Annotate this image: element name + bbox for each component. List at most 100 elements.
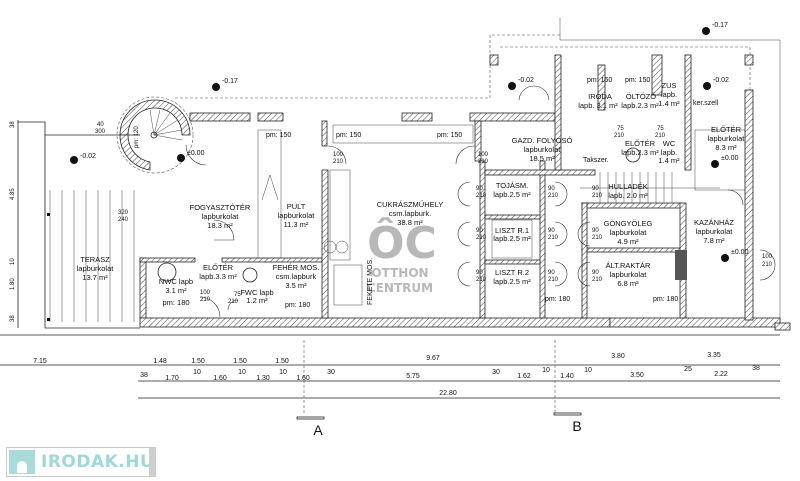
svg-text:8.3 m²: 8.3 m²: [715, 143, 737, 152]
svg-text:210: 210: [548, 193, 559, 199]
svg-text:CUKRÁSZMŰHELY: CUKRÁSZMŰHELY: [377, 200, 444, 209]
svg-text:-0.02: -0.02: [80, 153, 96, 160]
svg-text:90: 90: [592, 270, 599, 276]
svg-text:pm: 150: pm: 150: [587, 77, 612, 84]
svg-text:210: 210: [592, 235, 603, 241]
svg-text:10: 10: [279, 369, 287, 376]
svg-text:210: 210: [548, 235, 559, 241]
irodak-logo[interactable]: IRODAK.HU: [6, 447, 156, 477]
svg-text:GÖNGYÖLEG: GÖNGYÖLEG: [604, 219, 653, 228]
svg-text:4.85: 4.85: [10, 188, 16, 200]
svg-text:210: 210: [476, 235, 487, 241]
svg-text:pm: 120: pm: 120: [134, 126, 140, 148]
svg-text:1.60: 1.60: [296, 375, 310, 382]
svg-text:1.50: 1.50: [275, 358, 289, 365]
svg-text:90: 90: [592, 228, 599, 234]
svg-text:lapb.: lapb.: [661, 148, 677, 157]
svg-text:CENTRUM: CENTRUM: [367, 281, 433, 295]
svg-text:11.3 m²: 11.3 m²: [284, 220, 309, 229]
svg-text:13.7 m²: 13.7 m²: [82, 273, 108, 282]
section-a-label: A: [313, 422, 323, 438]
svg-text:pm: 180: pm: 180: [545, 296, 570, 303]
misc-labels: Takszer. ker.szell pm: 150 pm: 150 pm: 1…: [134, 77, 719, 309]
svg-text:ker.szell: ker.szell: [693, 100, 719, 107]
room-fekete-mos: FEKETE MOS.: [367, 258, 374, 305]
svg-text:6.8 m²: 6.8 m²: [617, 279, 639, 288]
svg-text:10: 10: [542, 367, 550, 374]
svg-text:lapb.2.3 m²: lapb.2.3 m²: [621, 101, 659, 110]
svg-text:30: 30: [492, 369, 500, 376]
svg-text:4.9 m²: 4.9 m²: [617, 237, 639, 246]
svg-text:lapburkolat: lapburkolat: [278, 211, 316, 220]
level-marker-icon: -0.17: [702, 22, 728, 35]
svg-text:38.8 m²: 38.8 m²: [397, 218, 423, 227]
svg-text:210: 210: [762, 262, 773, 268]
svg-text:Takszer.: Takszer.: [583, 157, 609, 164]
svg-text:pm: 180: pm: 180: [285, 302, 310, 309]
svg-text:TERASZ: TERASZ: [80, 255, 110, 264]
level-marker-icon: ±0.00: [711, 155, 739, 168]
svg-text:90: 90: [476, 186, 483, 192]
svg-text:320: 320: [118, 210, 129, 216]
svg-text:TOJÁSM.: TOJÁSM.: [496, 181, 528, 190]
svg-text:pm: 180: pm: 180: [162, 298, 189, 307]
level-marker-icon: ±0.00: [721, 249, 749, 262]
svg-text:pm: 150: pm: 150: [266, 132, 291, 139]
staircase-right: [580, 172, 720, 203]
svg-text:csm.lapburk: csm.lapburk: [276, 272, 317, 281]
svg-text:38: 38: [10, 121, 16, 128]
svg-text:1.80: 1.80: [10, 278, 16, 290]
svg-text:lapb.: lapb.: [661, 90, 677, 99]
level-marker-icon: -0.02: [703, 77, 729, 90]
svg-text:100: 100: [200, 290, 211, 296]
svg-text:LISZT R.2: LISZT R.2: [495, 268, 529, 277]
room-tojasm: TOJÁSM.lapb.2.5 m²: [493, 181, 531, 199]
svg-text:1.70: 1.70: [165, 375, 179, 382]
svg-text:PULT: PULT: [287, 202, 306, 211]
spiral-staircase: [116, 96, 194, 174]
svg-text:ELŐTÉR: ELŐTÉR: [625, 139, 656, 148]
svg-text:3.35: 3.35: [707, 352, 721, 359]
svg-text:90: 90: [548, 270, 555, 276]
level-marker-icon: -0.02: [508, 77, 534, 90]
svg-text:csm.lapburk.: csm.lapburk.: [389, 209, 432, 218]
svg-text:210: 210: [614, 133, 625, 139]
svg-text:lapb.3.3 m²: lapb.3.3 m²: [199, 272, 237, 281]
svg-text:lapburkolat: lapburkolat: [524, 145, 562, 154]
svg-text:NWC lapb: NWC lapb: [159, 277, 193, 286]
svg-text:±0.00: ±0.00: [731, 249, 749, 256]
svg-text:1.50: 1.50: [191, 358, 205, 365]
svg-text:18.5 m²: 18.5 m²: [529, 154, 555, 163]
svg-text:10: 10: [238, 369, 246, 376]
svg-text:18.3 m²: 18.3 m²: [207, 221, 233, 230]
svg-text:LISZT R.1: LISZT R.1: [495, 226, 529, 235]
svg-text:210: 210: [655, 133, 666, 139]
svg-text:3.50: 3.50: [630, 372, 644, 379]
svg-text:lapb. 3.1 m²: lapb. 3.1 m²: [578, 101, 618, 110]
svg-text:ÁLT.RAKTÁR: ÁLT.RAKTÁR: [606, 261, 651, 270]
svg-text:FWC lapb: FWC lapb: [240, 288, 273, 297]
svg-text:38: 38: [140, 372, 148, 379]
svg-text:75: 75: [234, 292, 241, 298]
svg-text:±0.00: ±0.00: [187, 150, 205, 157]
level-marker-icon: ±0.00: [177, 150, 205, 162]
section-b-label: B: [572, 418, 581, 434]
svg-text:75: 75: [617, 126, 624, 132]
svg-text:100: 100: [478, 152, 489, 158]
svg-text:lapburkolat: lapburkolat: [77, 264, 115, 273]
svg-text:90: 90: [476, 228, 483, 234]
svg-text:210: 210: [200, 297, 211, 303]
svg-text:ZUS: ZUS: [662, 81, 677, 90]
